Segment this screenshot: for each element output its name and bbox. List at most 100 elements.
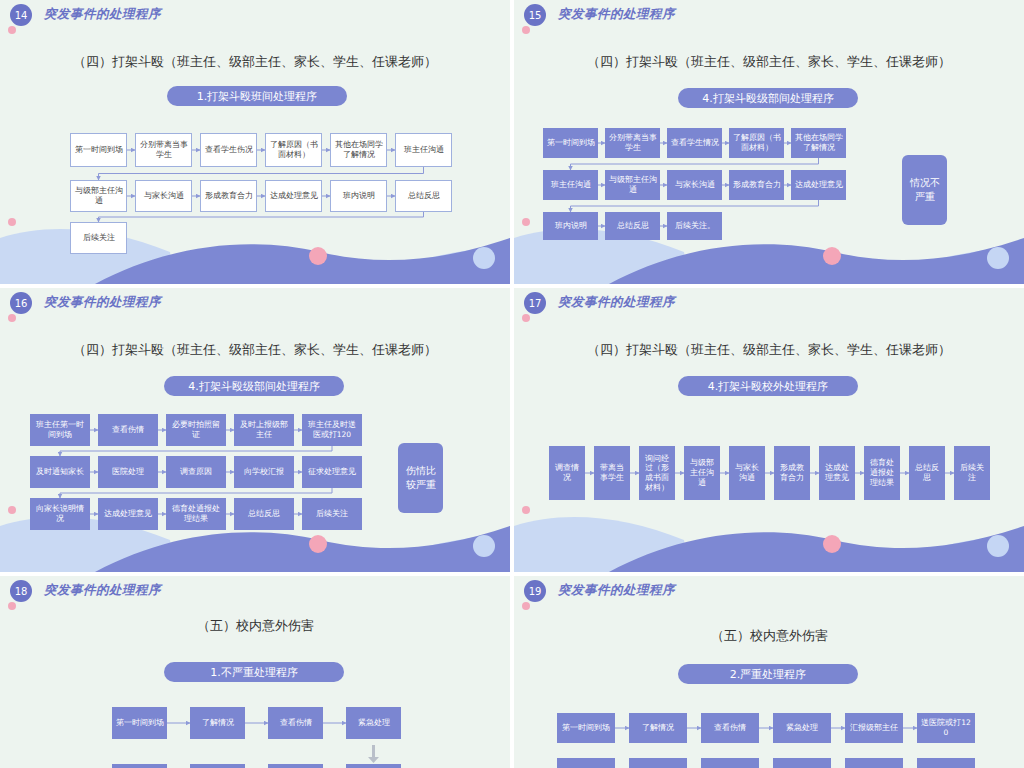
- section-pill: 4.打架斗殴级部间处理程序: [164, 376, 344, 396]
- process-box: 向家长说明情况: [30, 498, 90, 530]
- slide-background: [514, 0, 1024, 284]
- box-label: 形成教育合力: [205, 191, 253, 201]
- cropped-box: [557, 758, 615, 768]
- flow-arrow: [615, 728, 629, 729]
- process-box: 班主任第一时间到场: [30, 414, 90, 446]
- process-box: 第一时间到场: [543, 128, 598, 158]
- page-number-badge: 18: [10, 580, 32, 602]
- process-box: 了解情况: [629, 713, 687, 743]
- box-label: 查看学生情况: [671, 138, 719, 148]
- flow-arrow: [158, 472, 166, 473]
- flow-arrow: [226, 430, 234, 431]
- box-label: 班主任沟通: [404, 145, 444, 155]
- flow-arrow: [167, 723, 190, 724]
- condition-box: 情况不严重: [902, 155, 947, 225]
- cropped-box: [112, 764, 167, 768]
- box-label: 征求处理意见: [308, 467, 356, 477]
- flow-arrow: [158, 430, 166, 431]
- process-box: 班主任及时送医或打120: [302, 414, 362, 446]
- box-label: 其他在场同学了解情况: [334, 140, 383, 160]
- pink-circle: [823, 247, 841, 265]
- slide-panel: 突发事件的处理程序（五）校内意外伤害192.严重处理程序第一时间到场了解情况查看…: [514, 576, 1024, 768]
- pink-dot: [8, 26, 16, 34]
- process-box: 总结反思: [395, 180, 452, 212]
- page-number: 19: [529, 586, 542, 597]
- slide-header: 突发事件的处理程序: [44, 294, 161, 311]
- process-box: 汇报级部主任: [845, 713, 903, 743]
- process-box: 调查情况: [549, 446, 585, 500]
- slide-ground: [0, 288, 510, 572]
- process-box: 征求处理意见: [302, 456, 362, 488]
- process-box: 第一时间到场: [557, 713, 615, 743]
- box-label: 分别带离当事学生: [608, 133, 657, 153]
- flow-arrow: [99, 167, 424, 180]
- process-box: 查看学生伤况: [200, 133, 257, 167]
- flow-arrow: [90, 430, 98, 431]
- flow-arrow: [784, 143, 791, 144]
- flow-arrow: [660, 226, 667, 227]
- flow-arrow: [903, 728, 917, 729]
- process-box: 医院处理: [98, 456, 158, 488]
- process-box: 及时上报级部主任: [234, 414, 294, 446]
- box-label: 形成教育合力: [733, 180, 781, 190]
- flow-arrow: [722, 143, 729, 144]
- process-box: 及时通知家长: [30, 456, 90, 488]
- box-label: 紧急处理: [358, 718, 390, 728]
- box-label: 了解情况: [202, 718, 234, 728]
- box-label: 后续关注: [316, 509, 348, 519]
- box-label: 第一时间到场: [562, 723, 610, 733]
- box-label: 后续关注: [83, 233, 115, 243]
- box-label: 班内说明: [343, 191, 375, 201]
- box-label: 后续关注: [957, 463, 987, 483]
- box-label: 带离当事学生: [597, 463, 627, 483]
- process-box: 德育处通报处理结果: [166, 498, 226, 530]
- pink-dot: [522, 314, 530, 322]
- box-label: 查看学生伤况: [205, 145, 253, 155]
- process-box: 其他在场同学了解情况: [330, 133, 387, 167]
- process-box: 与级部主任沟通: [684, 446, 720, 500]
- flow-arrow: [322, 196, 330, 197]
- box-label: 总结反思: [408, 191, 440, 201]
- box-label: 汇报级部主任: [850, 723, 898, 733]
- flow-arrow: [158, 514, 166, 515]
- pink-dot: [8, 506, 16, 514]
- flow-arrow: [810, 473, 819, 474]
- process-box: 形成教育合力: [200, 180, 257, 212]
- flow-arrow: [660, 143, 667, 144]
- flow-arrow: [257, 196, 265, 197]
- box-label: 与级部主任沟通: [608, 175, 657, 195]
- flow-arrow: [245, 723, 268, 724]
- box-label: 与级部主任沟通: [74, 186, 123, 206]
- cropped-box: [773, 758, 831, 768]
- box-label: 及时上报级部主任: [237, 420, 291, 440]
- section-subtitle: （四）打架斗殴（班主任、级部主任、家长、学生、任课老师）: [514, 54, 1024, 71]
- box-label: 与家长沟通: [675, 180, 715, 190]
- page-number: 17: [529, 298, 542, 309]
- box-label: 德育处通报处理结果: [169, 504, 223, 524]
- box-label: 第一时间到场: [75, 145, 123, 155]
- process-box: 调查原因: [166, 456, 226, 488]
- process-box: 紧急处理: [346, 707, 401, 739]
- process-box: 了解原因（书面材料）: [729, 128, 784, 158]
- flow-arrow: [675, 473, 684, 474]
- pink-dot: [522, 506, 530, 514]
- process-box: 分别带离当事学生: [605, 128, 660, 158]
- box-label: 询问经过（形成书面材料）: [642, 454, 672, 493]
- box-label: 了解原因（书面材料）: [269, 140, 318, 160]
- box-label: 情况不严重: [909, 176, 940, 204]
- flow-arrow: [90, 472, 98, 473]
- section-pill: 1.打架斗殴班间处理程序: [167, 86, 347, 106]
- process-box: 形成教育合力: [774, 446, 810, 500]
- flow-arrow: [294, 472, 302, 473]
- blue-circle: [473, 535, 495, 557]
- box-label: 查看伤情: [112, 425, 144, 435]
- process-box: 查看学生情况: [667, 128, 722, 158]
- box-label: 班主任沟通: [551, 180, 591, 190]
- box-label: 达成处理意见: [104, 509, 152, 519]
- flow-arrow: [660, 185, 667, 186]
- wave-purple: [95, 238, 510, 284]
- flow-arrow: [127, 150, 135, 151]
- slide-background: [514, 576, 1024, 768]
- flow-arrow: [598, 226, 605, 227]
- page-number: 18: [15, 586, 28, 597]
